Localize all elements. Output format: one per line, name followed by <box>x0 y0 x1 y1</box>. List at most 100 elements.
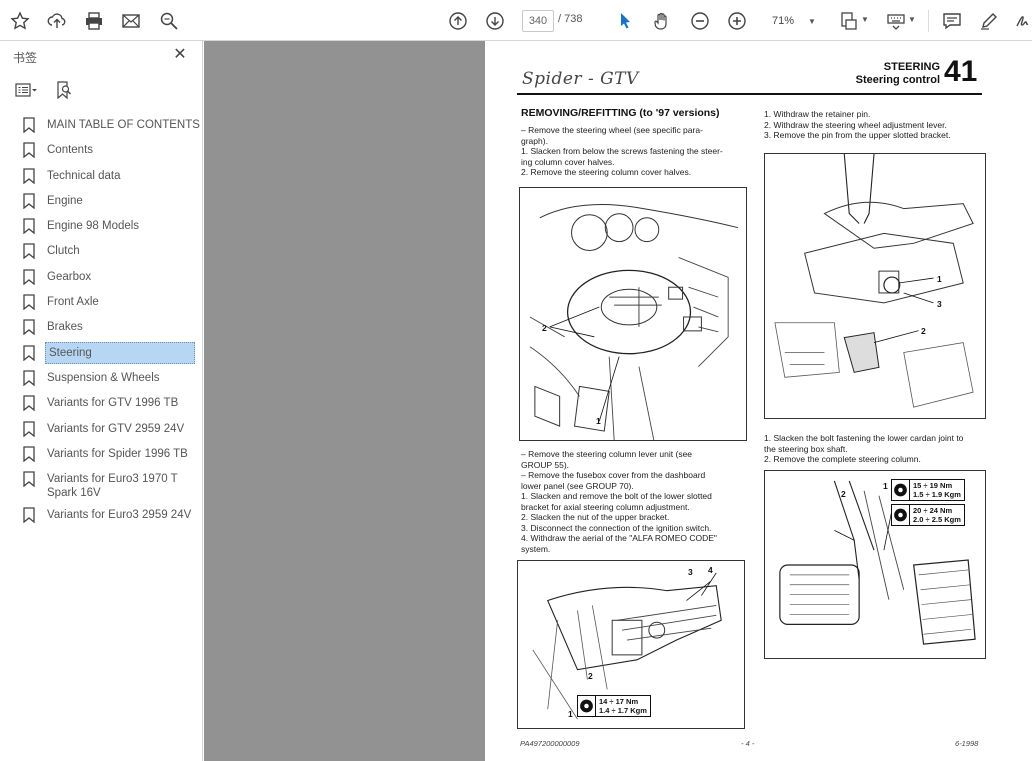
brand-logo: Spider - GTV <box>522 69 639 89</box>
bookmark-icon <box>23 243 35 260</box>
close-icon[interactable]: ✕ <box>173 46 187 63</box>
bookmark-label: Brakes <box>47 321 83 334</box>
keyboard-icon[interactable] <box>884 9 908 33</box>
bookmark-icon <box>23 117 35 133</box>
bookmark-icon <box>23 345 35 361</box>
bookmark-label: Engine 98 Models <box>47 220 140 233</box>
email-icon[interactable] <box>119 9 143 33</box>
procedure-text-b: – Remove the steering column lever unit … <box>521 449 717 554</box>
zoom-in-icon[interactable] <box>725 9 749 33</box>
bookmark-add-icon[interactable] <box>8 9 32 33</box>
bookmark-item[interactable]: Gearbox <box>22 266 200 291</box>
chevron-down-icon[interactable]: ▼ <box>861 15 869 24</box>
bookmark-icon <box>23 420 35 437</box>
page-number-input[interactable]: 340 <box>522 10 554 32</box>
footer-date: 6-1998 <box>955 739 979 748</box>
bookmark-label: Technical data <box>47 169 121 182</box>
bookmark-icon <box>23 507 35 524</box>
figure-steering-column: 3 4 2 1 14 ÷ 17 Nm 1.4 ÷ 1.7 Kgm <box>517 560 745 729</box>
bookmark-item[interactable]: Engine <box>22 190 200 215</box>
procedure-text-a: – Remove the steering wheel (see specifi… <box>521 125 723 177</box>
bookmark-item[interactable]: Brakes <box>22 316 200 341</box>
zoom-search-icon[interactable] <box>157 9 181 33</box>
bookmark-item[interactable]: Variants for GTV 2959 24V <box>22 418 200 443</box>
bookmark-icon <box>23 167 35 184</box>
bookmark-icon <box>23 294 35 311</box>
bookmark-icon <box>23 269 35 285</box>
callout-label: 1 <box>883 481 888 491</box>
wrench-icon <box>578 696 596 716</box>
bookmark-label: Gearbox <box>47 270 92 283</box>
bookmark-label: Variants for Euro3 1970 T Spark 16V <box>47 473 178 500</box>
callout-label: 1 <box>596 416 601 426</box>
callout-label: 2 <box>921 326 926 336</box>
section-title: STEERING Steering control <box>845 61 940 87</box>
section-number: 41 <box>944 55 978 88</box>
hand-icon[interactable] <box>650 9 674 33</box>
callout-label: 3 <box>688 567 693 577</box>
find-bookmark-icon[interactable] <box>50 79 78 101</box>
bookmark-item[interactable]: Suspension & Wheels <box>22 367 200 392</box>
bookmark-label: Variants for Euro3 2959 24V <box>47 509 192 522</box>
bookmark-label: Contents <box>47 144 94 157</box>
bookmark-icon <box>23 193 35 209</box>
chevron-down-icon: ▼ <box>808 16 816 26</box>
select-cursor-icon[interactable] <box>613 9 637 33</box>
callout-label: 1 <box>937 274 942 284</box>
bookmark-item[interactable]: Variants for GTV 1996 TB <box>22 392 200 417</box>
figure-dashboard: 2 1 <box>519 187 747 441</box>
bookmark-item-selected[interactable]: Steering <box>22 341 200 367</box>
wrench-icon <box>892 480 910 500</box>
page-up-icon[interactable] <box>446 9 470 33</box>
zoom-value: 71% <box>772 15 795 27</box>
zoom-out-icon[interactable] <box>688 9 712 33</box>
section-title-line1: STEERING <box>883 61 940 73</box>
bookmark-icon <box>23 142 35 159</box>
page-total-label: / 738 <box>558 13 583 25</box>
bookmark-label: Front Axle <box>47 296 99 309</box>
pen-icon[interactable] <box>977 9 1001 33</box>
pdf-page: Spider - GTV STEERING Steering control 4… <box>485 41 1032 761</box>
bookmark-item[interactable]: Engine 98 Models <box>22 215 200 240</box>
bookmark-item[interactable]: Clutch <box>22 240 200 265</box>
panel-tools <box>12 79 78 101</box>
bookmark-label: Variants for GTV 1996 TB <box>47 397 179 410</box>
callout-label: 4 <box>708 565 713 575</box>
options-menu-icon[interactable] <box>12 79 40 101</box>
bookmark-icon <box>23 471 35 488</box>
callout-label: 2 <box>588 671 593 681</box>
chevron-down-icon[interactable]: ▼ <box>908 15 916 24</box>
sign-icon[interactable] <box>1012 9 1032 33</box>
wrench-icon <box>892 505 910 525</box>
bookmark-label: Engine <box>47 194 83 207</box>
callout-label: 2 <box>542 323 547 333</box>
procedure-text-d: 1. Slacken the bolt fastening the lower … <box>764 433 964 464</box>
bookmark-item[interactable]: Technical data <box>22 165 200 190</box>
bookmark-item[interactable]: Variants for Euro3 1970 T Spark 16V <box>22 468 200 504</box>
panel-title: 书签 <box>13 51 38 65</box>
bookmark-item[interactable]: MAIN TABLE OF CONTENTS <box>22 114 200 139</box>
callout-label: 3 <box>937 299 942 309</box>
bookmark-item[interactable]: Variants for Euro3 2959 24V <box>22 504 200 529</box>
procedure-heading: REMOVING/REFITTING (to '97 versions) <box>521 107 720 119</box>
header-rule <box>517 93 982 95</box>
fit-page-icon[interactable] <box>837 9 861 33</box>
footer-code: PA497200000009 <box>520 739 580 748</box>
page-down-icon[interactable] <box>483 9 507 33</box>
torque-value: 14 ÷ 17 Nm 1.4 ÷ 1.7 Kgm <box>599 697 647 715</box>
bookmark-label: Variants for GTV 2959 24V <box>47 422 185 435</box>
upload-icon[interactable] <box>45 9 69 33</box>
bookmark-item[interactable]: Variants for Spider 1996 TB <box>22 443 200 468</box>
bookmark-icon <box>23 370 35 386</box>
torque-spec-2: 15 ÷ 19 Nm 1.5 ÷ 1.9 Kgm <box>891 479 965 501</box>
comment-icon[interactable] <box>940 9 964 33</box>
section-title-line2: Steering control <box>855 74 940 86</box>
torque-value: 15 ÷ 19 Nm 1.5 ÷ 1.9 Kgm <box>913 481 961 499</box>
bookmark-item[interactable]: Contents <box>22 139 200 164</box>
zoom-select[interactable]: 71% ▼ <box>760 10 822 32</box>
torque-spec-1: 14 ÷ 17 Nm 1.4 ÷ 1.7 Kgm <box>577 695 651 717</box>
bookmark-icon <box>23 319 35 336</box>
bookmark-icon <box>23 446 35 462</box>
print-icon[interactable] <box>82 9 106 33</box>
bookmark-item[interactable]: Front Axle <box>22 291 200 316</box>
